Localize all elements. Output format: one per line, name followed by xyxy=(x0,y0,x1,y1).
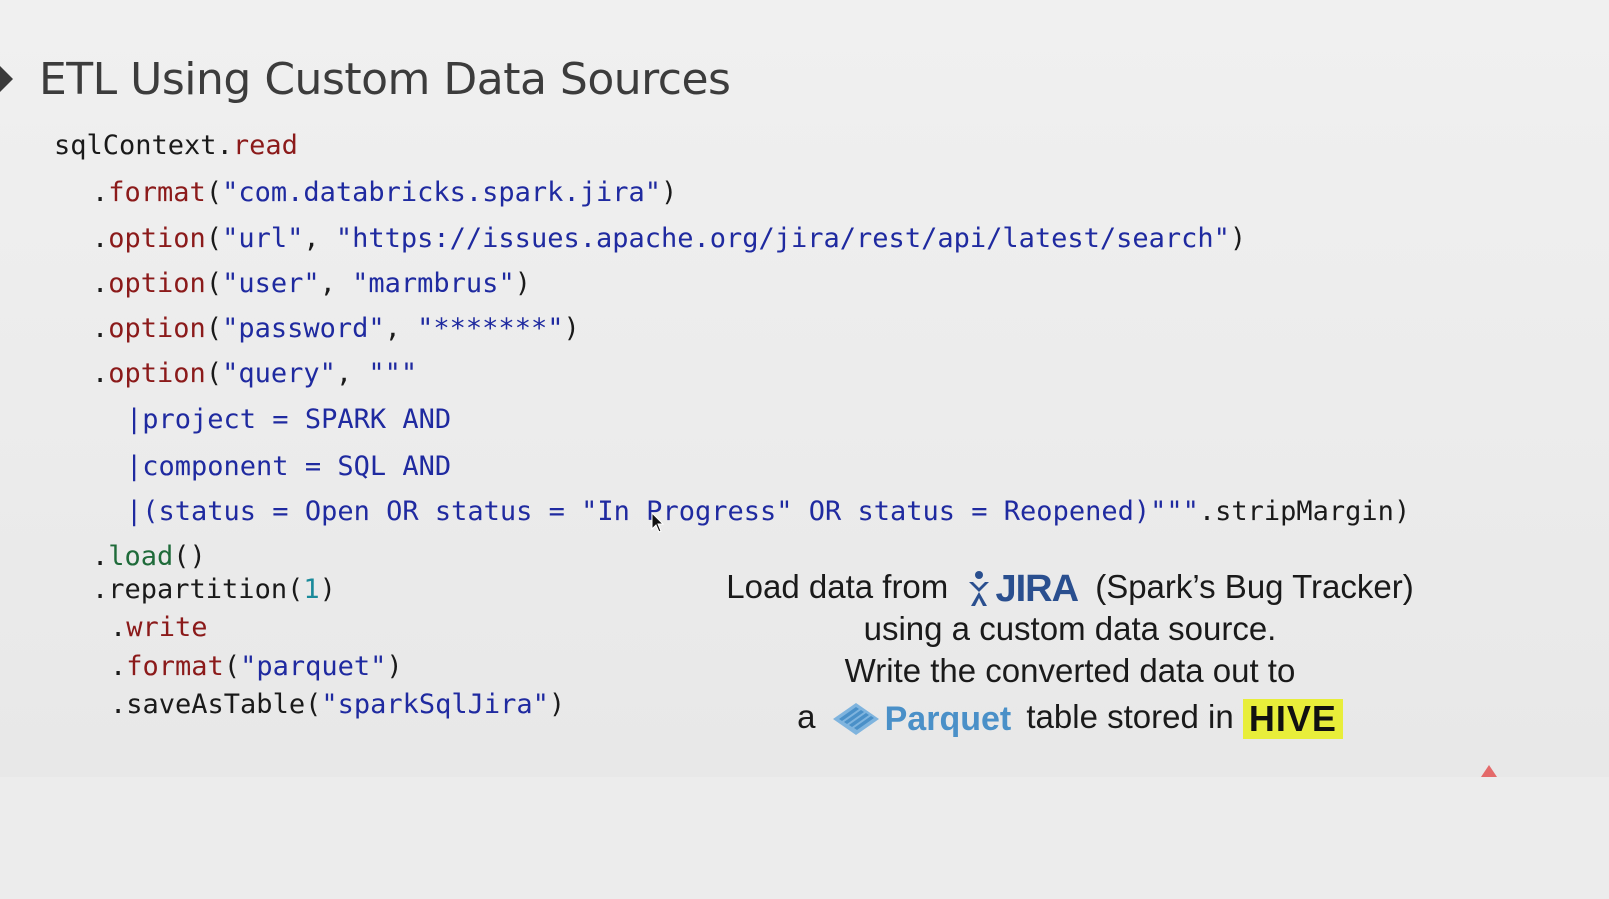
mouse-cursor-icon xyxy=(651,512,665,533)
code-token: , xyxy=(319,268,353,299)
code-string: "password" xyxy=(222,313,385,344)
code-method: format xyxy=(126,651,224,682)
code-token: . xyxy=(92,358,109,389)
code-token: ) xyxy=(319,574,336,605)
title-row: ETL Using Custom Data Sources xyxy=(0,44,731,114)
code-token: . xyxy=(110,651,127,682)
code-method: option xyxy=(108,358,206,389)
code-block: sqlContext.read .format("com.databricks.… xyxy=(0,0,1410,899)
code-string: (status = Open OR status = "In Progress"… xyxy=(142,496,1199,527)
code-token: . xyxy=(92,177,109,208)
code-line-12: .write xyxy=(110,611,208,645)
code-line-13: .format("parquet") xyxy=(110,650,403,684)
slide-title: ETL Using Custom Data Sources xyxy=(39,53,731,105)
code-token: ) xyxy=(548,689,566,720)
code-line-14: .saveAsTable("sparkSqlJira") xyxy=(110,688,565,722)
code-string: "parquet" xyxy=(240,651,387,682)
code-token: ) xyxy=(1229,223,1247,254)
code-token: ( xyxy=(205,223,223,254)
code-token: sqlContext xyxy=(54,130,217,161)
code-method: format xyxy=(108,177,206,208)
code-method: write xyxy=(126,612,208,643)
code-method: load xyxy=(108,541,174,572)
code-token: . xyxy=(110,612,127,643)
code-method: option xyxy=(108,223,206,254)
caption-text: a xyxy=(797,698,816,735)
triangle-bullet-icon xyxy=(0,62,13,96)
code-line-8: |component = SQL AND xyxy=(126,450,451,484)
code-token: , xyxy=(384,313,418,344)
code-token: . xyxy=(92,541,109,572)
code-line-1: sqlContext.read xyxy=(54,129,298,163)
code-string: "url" xyxy=(222,223,304,254)
code-token: . xyxy=(92,268,109,299)
code-string: project = SPARK AND xyxy=(142,404,452,435)
jira-logo: JIRA xyxy=(965,568,1079,611)
code-token: ) xyxy=(386,651,403,682)
margin-bar: | xyxy=(126,496,143,527)
code-token: ( xyxy=(205,358,223,389)
code-string: "query" xyxy=(222,358,336,389)
code-method: saveAsTable xyxy=(126,689,306,720)
jira-logo-icon xyxy=(969,571,990,607)
code-method: repartition xyxy=(108,574,288,605)
slide: ETL Using Custom Data Sources sqlContext… xyxy=(0,0,1609,777)
code-token: ( xyxy=(205,313,223,344)
code-token: ( xyxy=(223,651,241,682)
code-string: component = SQL AND xyxy=(142,451,452,482)
caption-text: table stored in xyxy=(1026,698,1234,735)
code-token: ) xyxy=(660,177,678,208)
code-token: ( xyxy=(287,574,304,605)
code-line-7: |project = SPARK AND xyxy=(126,403,451,437)
margin-bar: | xyxy=(126,451,143,482)
caption-text: Load data from xyxy=(726,568,949,605)
caption-line-4: a Parquet table stored in HIVE xyxy=(660,692,1480,742)
code-string: """ xyxy=(368,358,418,389)
code-line-11: .repartition(1) xyxy=(92,573,336,607)
code-line-3: .option("url", "https://issues.apache.or… xyxy=(92,222,1246,256)
code-token: ( xyxy=(205,268,223,299)
parquet-logo: Parquet xyxy=(831,694,1012,744)
corner-decoration-icon xyxy=(1481,765,1497,777)
code-line-9: |(status = Open OR status = "In Progress… xyxy=(126,495,1410,529)
code-number: 1 xyxy=(303,574,320,605)
code-token: . xyxy=(110,689,127,720)
code-token: . xyxy=(216,130,233,161)
code-token: , xyxy=(335,358,369,389)
code-line-4: .option("user", "marmbrus") xyxy=(92,267,531,301)
code-line-2: .format("com.databricks.spark.jira") xyxy=(92,176,677,210)
code-token: ( xyxy=(205,177,223,208)
code-token: . xyxy=(92,313,109,344)
code-token: ) xyxy=(563,313,580,344)
code-token: ( xyxy=(305,689,322,720)
caption-line-2: using a custom data source. xyxy=(863,610,1277,647)
caption: Load data from JIRA (Spark’s Bug Tracker… xyxy=(660,566,1480,742)
margin-bar: | xyxy=(126,404,143,435)
code-token: .stripMargin) xyxy=(1198,496,1411,527)
jira-logo-text: JIRA xyxy=(995,568,1079,611)
code-token: . xyxy=(92,574,109,605)
code-string: "user" xyxy=(222,268,320,299)
code-string: "sparkSqlJira" xyxy=(321,689,549,720)
code-string: "marmbrus" xyxy=(352,268,515,299)
code-line-6: .option("query", """ xyxy=(92,357,417,391)
code-string: "com.databricks.spark.jira" xyxy=(222,177,661,208)
caption-line-1: Load data from JIRA (Spark’s Bug Tracker… xyxy=(660,566,1480,611)
code-line-10: .load() xyxy=(92,540,206,574)
code-token: () xyxy=(173,541,206,572)
code-method: option xyxy=(108,268,206,299)
code-line-5: .option("password", "*******") xyxy=(92,312,580,346)
code-string: "*******" xyxy=(417,313,564,344)
code-method: read xyxy=(232,130,298,161)
parquet-logo-icon xyxy=(832,703,879,736)
caption-line-3: Write the converted data out to xyxy=(844,652,1296,689)
code-token: . xyxy=(92,223,109,254)
code-token: , xyxy=(303,223,336,254)
parquet-logo-text: Parquet xyxy=(884,700,1012,739)
code-method: option xyxy=(108,313,206,344)
code-token: ) xyxy=(514,268,531,299)
code-string: "https://issues.apache.org/jira/rest/api… xyxy=(335,223,1230,254)
hive-logo: HIVE xyxy=(1242,699,1343,740)
caption-text: (Spark’s Bug Tracker) xyxy=(1095,568,1414,605)
